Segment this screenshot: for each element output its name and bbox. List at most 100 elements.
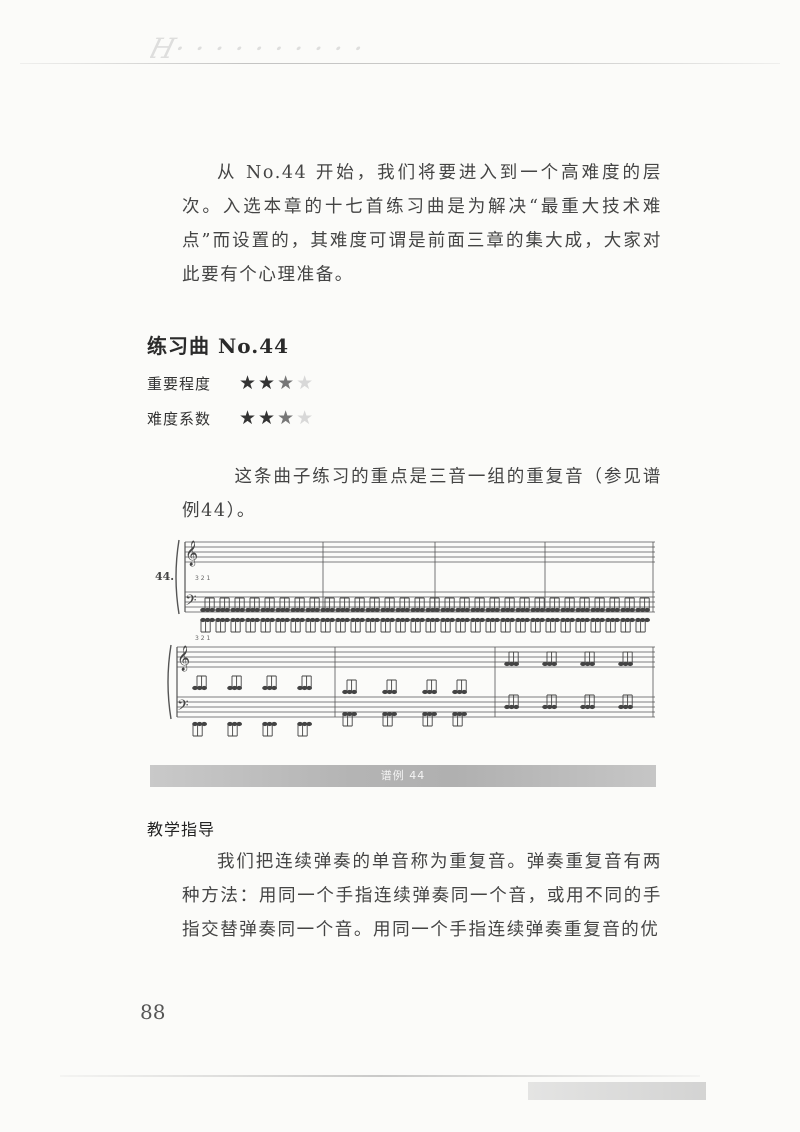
intro-paragraph: 从 No.44 开始，我们将要进入到一个高难度的层次。入选本章的十七首练习曲是为… bbox=[182, 163, 662, 285]
note-stems bbox=[425, 620, 436, 633]
guide-paragraph: 我们把连续弹奏的单音称为重复音。弹奏重复音有两种方法：用同一个手指连续弹奏同一个… bbox=[182, 852, 662, 940]
note-stems bbox=[305, 620, 316, 633]
note-stems bbox=[354, 597, 365, 610]
note-stems bbox=[294, 597, 305, 610]
note-stems bbox=[215, 620, 226, 633]
footer-block bbox=[528, 1082, 706, 1100]
note-stems bbox=[504, 597, 515, 610]
note-stems bbox=[384, 597, 395, 610]
note-stems bbox=[266, 675, 277, 688]
notes bbox=[192, 597, 651, 737]
score-caption: 谱例 44 bbox=[150, 765, 656, 787]
treble-clef-1: 𝄞 bbox=[185, 540, 198, 566]
note-stems bbox=[297, 724, 308, 737]
note-stems bbox=[231, 675, 242, 688]
note-stems bbox=[579, 597, 590, 610]
note-stems bbox=[200, 620, 211, 633]
note-stems bbox=[546, 651, 557, 664]
note-stems bbox=[339, 597, 350, 610]
note-stems bbox=[342, 714, 353, 727]
note-stems bbox=[594, 597, 605, 610]
note-stems bbox=[489, 597, 500, 610]
note-stems bbox=[369, 597, 380, 610]
note-stems bbox=[260, 620, 271, 633]
note-stems bbox=[545, 620, 556, 633]
system-1 bbox=[175, 539, 655, 615]
note-stems bbox=[622, 651, 633, 664]
note-stems bbox=[249, 597, 260, 610]
note-stems bbox=[584, 694, 595, 707]
page-number: 88 bbox=[140, 1000, 166, 1024]
header-watermark: H· · · · · · · · · · bbox=[150, 32, 368, 62]
note-stems bbox=[386, 679, 397, 692]
note-stems bbox=[549, 597, 560, 610]
note-stems bbox=[227, 724, 238, 737]
star-icon: ★ bbox=[258, 407, 277, 429]
note-stems bbox=[204, 597, 215, 610]
guide-title: 教学指导 bbox=[147, 820, 216, 839]
note-stems bbox=[380, 620, 391, 633]
note-stems bbox=[346, 679, 357, 692]
star-icon: ★ bbox=[296, 372, 315, 394]
note-stems bbox=[234, 597, 245, 610]
note-stems bbox=[622, 694, 633, 707]
note-stems bbox=[620, 620, 631, 633]
footer-rule bbox=[60, 1075, 700, 1077]
note-stems bbox=[422, 714, 433, 727]
note-stems bbox=[590, 620, 601, 633]
note-stems bbox=[530, 620, 541, 633]
note-stems bbox=[609, 597, 620, 610]
note-stems bbox=[426, 679, 437, 692]
treble-staff-2 bbox=[177, 646, 655, 668]
fingering-rh: 3 2 1 bbox=[195, 575, 210, 582]
note-stems bbox=[584, 651, 595, 664]
importance-stars: ★★★★ bbox=[239, 372, 315, 394]
importance-rating: 重要程度 ★★★★ bbox=[147, 371, 315, 395]
note-stems bbox=[639, 597, 650, 610]
note-stems bbox=[395, 620, 406, 633]
note-stems bbox=[196, 675, 207, 688]
star-icon: ★ bbox=[277, 372, 296, 394]
star-icon: ★ bbox=[239, 407, 258, 429]
star-icon: ★ bbox=[277, 407, 296, 429]
note-stems bbox=[508, 651, 519, 664]
note-stems bbox=[320, 620, 331, 633]
bass-clef-2: 𝄢 bbox=[177, 697, 189, 718]
note-stems bbox=[474, 597, 485, 610]
note-stems bbox=[410, 620, 421, 633]
difficulty-rating: 难度系数 ★★★★ bbox=[147, 406, 315, 430]
note-stems bbox=[279, 597, 290, 610]
note-stems bbox=[455, 620, 466, 633]
note-stems bbox=[414, 597, 425, 610]
note-stems bbox=[564, 597, 575, 610]
note-stems bbox=[290, 620, 301, 633]
bass-staff-2 bbox=[177, 696, 655, 718]
note-stems bbox=[264, 597, 275, 610]
note-stems bbox=[534, 597, 545, 610]
note-stems bbox=[365, 620, 376, 633]
example-number: 44. bbox=[155, 570, 174, 583]
note-stems bbox=[519, 597, 530, 610]
treble-clef-2: 𝄞 bbox=[177, 645, 190, 671]
note-stems bbox=[452, 714, 463, 727]
note-stems bbox=[309, 597, 320, 610]
note-stems bbox=[382, 714, 393, 727]
note-stems bbox=[440, 620, 451, 633]
star-icon: ★ bbox=[296, 407, 315, 429]
star-icon: ★ bbox=[258, 372, 277, 394]
note-stems bbox=[262, 724, 273, 737]
fingering-lh: 3 2 1 bbox=[195, 635, 210, 642]
note-stems bbox=[230, 620, 241, 633]
note-stems bbox=[324, 597, 335, 610]
note-stems bbox=[301, 675, 312, 688]
note-stems bbox=[399, 597, 410, 610]
note-stems bbox=[515, 620, 526, 633]
note-stems bbox=[456, 679, 467, 692]
note-stems bbox=[219, 597, 230, 610]
note-stems bbox=[624, 597, 635, 610]
note-stems bbox=[429, 597, 440, 610]
note-stems bbox=[500, 620, 511, 633]
note-stems bbox=[605, 620, 616, 633]
note-stems bbox=[485, 620, 496, 633]
note-stems bbox=[335, 620, 346, 633]
